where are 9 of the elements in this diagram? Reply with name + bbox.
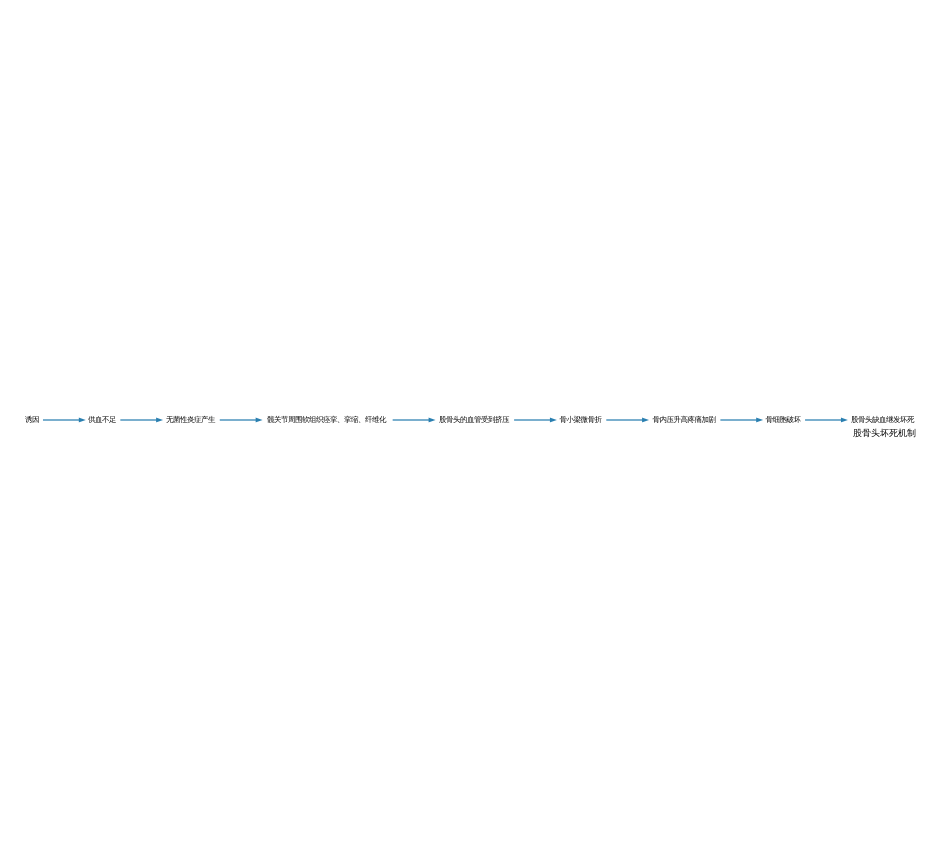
arrow [720,417,764,422]
diagram-title: 股骨头坏死机制 [853,428,916,439]
arrow [42,417,86,422]
arrow [120,417,164,422]
arrow [805,417,848,422]
arrow [606,417,650,422]
arrow [220,417,263,422]
arrow [514,417,557,422]
arrow [392,417,436,422]
